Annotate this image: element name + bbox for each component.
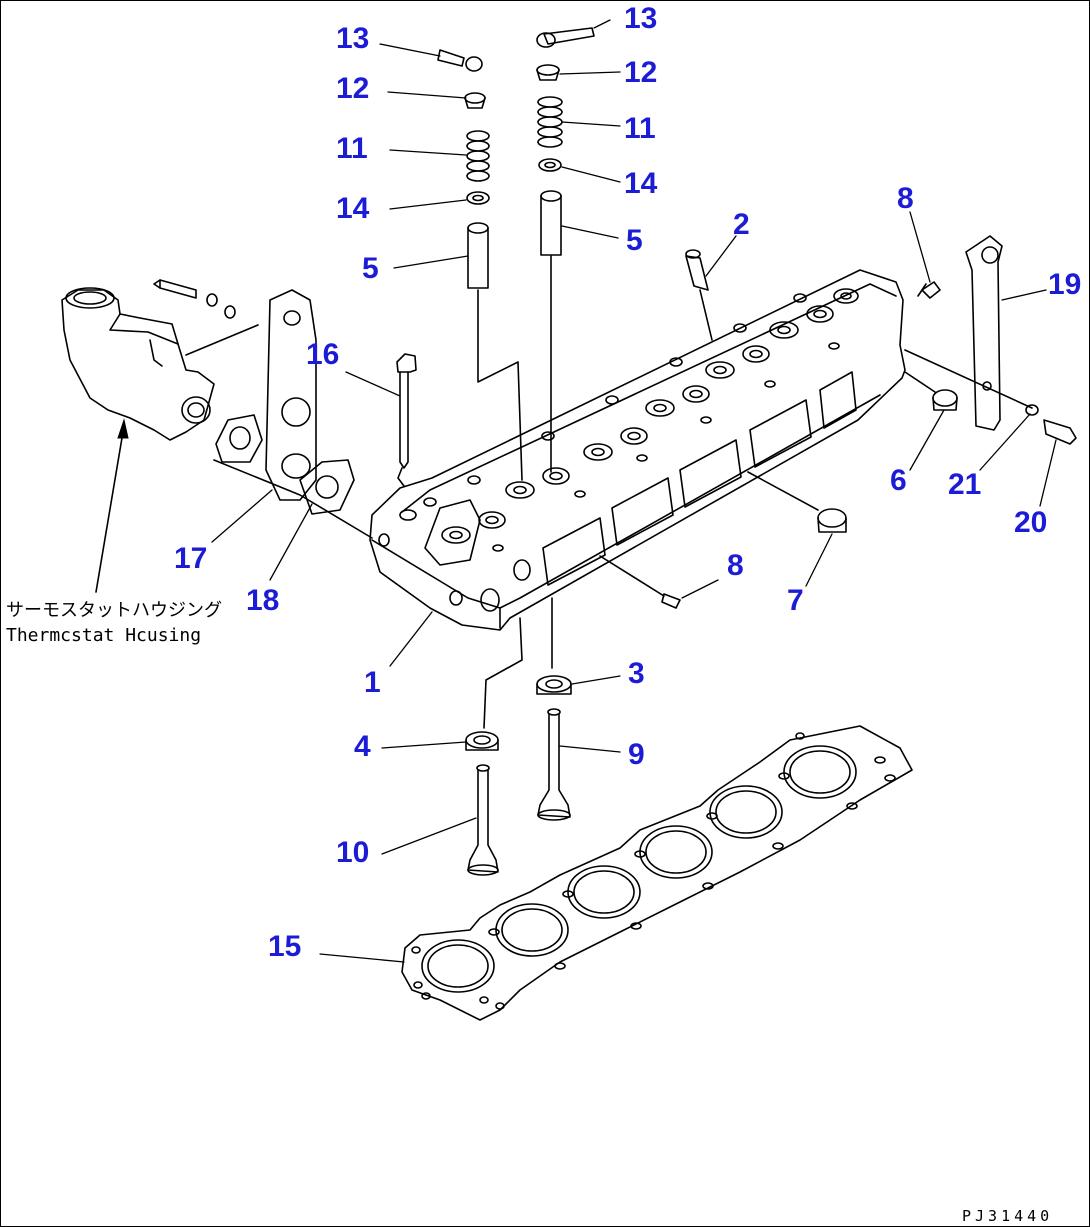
- callout-20: 20: [1014, 506, 1047, 539]
- callout-2: 2: [733, 208, 750, 241]
- drawing-code: PJ31440: [962, 1207, 1053, 1225]
- valve-train-left: [437, 49, 523, 876]
- arrow-head-icon: [117, 418, 129, 439]
- callout-10: 10: [336, 836, 369, 869]
- housing-arrow: [95, 425, 125, 593]
- callout-8-top: 8: [897, 182, 914, 215]
- callout-4: 4: [354, 730, 371, 763]
- valve-train-right: [536, 27, 595, 821]
- callout-21: 21: [948, 468, 981, 501]
- callout-9: 9: [628, 738, 645, 771]
- callout-14-left: 14: [336, 192, 370, 225]
- callout-13-left: 13: [336, 22, 369, 55]
- callout-3: 3: [628, 657, 645, 690]
- head-gasket: [401, 725, 913, 1021]
- callout-12-right: 12: [624, 56, 657, 89]
- leader-lines: [211, 19, 1057, 963]
- housing-label-english: Thermcstat Hcusing: [6, 625, 201, 646]
- callout-11-left: 11: [336, 132, 368, 165]
- callout-5-left: 5: [362, 252, 379, 285]
- callout-19: 19: [1048, 268, 1081, 301]
- callout-labels: 13 12 11 14 5 13 12 11 14 5 2 8 19 6 21 …: [174, 2, 1081, 963]
- callout-13-right: 13: [624, 2, 657, 35]
- callout-8-bottom: 8: [727, 549, 744, 582]
- small-parts: [396, 249, 958, 609]
- callout-7: 7: [787, 584, 804, 617]
- callout-18: 18: [246, 584, 279, 617]
- callout-16: 16: [306, 338, 339, 371]
- head-side-ports: [378, 371, 857, 612]
- callout-1: 1: [364, 666, 381, 699]
- callout-11-right: 11: [624, 112, 656, 145]
- cylinder-head: [369, 269, 906, 631]
- callout-12-left: 12: [336, 72, 369, 105]
- callout-6: 6: [890, 464, 907, 497]
- callout-14-right: 14: [624, 167, 658, 200]
- callout-5-right: 5: [626, 224, 643, 257]
- head-top-ports: [399, 288, 859, 552]
- thermostat-housing-assembly: [61, 279, 373, 539]
- callout-17: 17: [174, 542, 207, 575]
- lifting-bracket-assembly: [904, 235, 1077, 445]
- housing-label-japanese: サーモスタットハウジング: [6, 600, 222, 621]
- callout-15: 15: [268, 930, 301, 963]
